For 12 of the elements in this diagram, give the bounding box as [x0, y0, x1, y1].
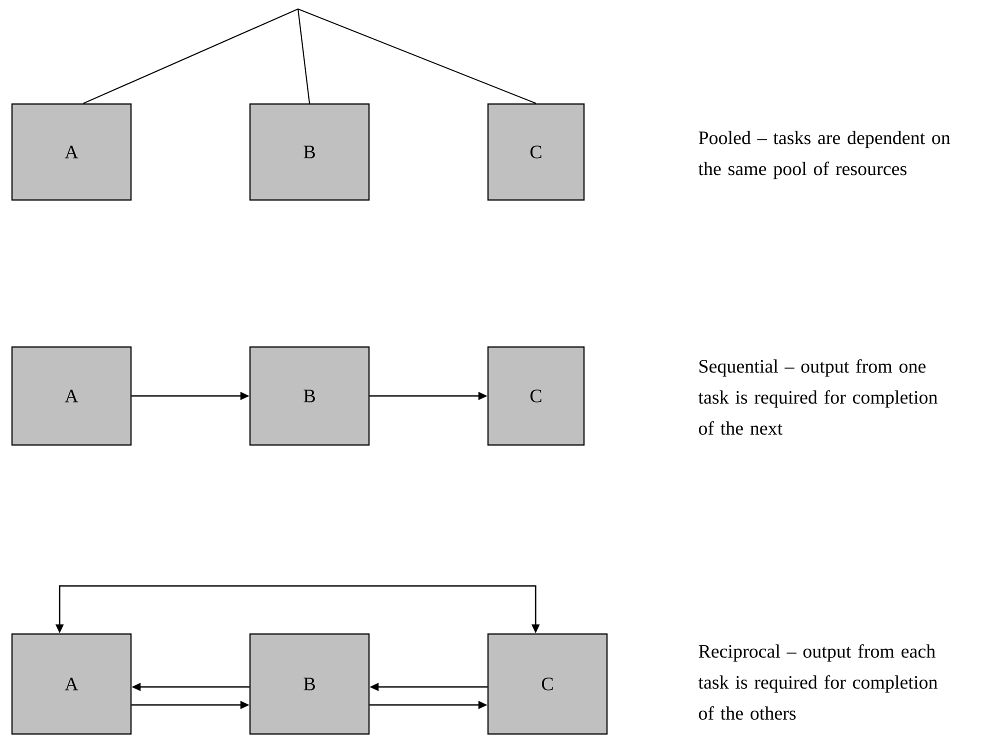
task-box: A	[11, 103, 132, 201]
task-box: C	[487, 633, 608, 735]
task-box: B	[249, 346, 370, 446]
description-text: Pooled – tasks are dependent on the same pool of resources	[698, 130, 950, 180]
task-box: B	[249, 633, 370, 735]
task-box: B	[249, 103, 370, 201]
task-box: A	[11, 633, 132, 735]
task-box: A	[11, 346, 132, 446]
task-box: C	[487, 346, 585, 446]
description-text: Reciprocal – output from each task is required for completion of the others	[698, 644, 938, 720]
task-box: C	[487, 103, 585, 201]
description-text: Sequential – output from one task is required for completion of the next	[698, 359, 938, 435]
